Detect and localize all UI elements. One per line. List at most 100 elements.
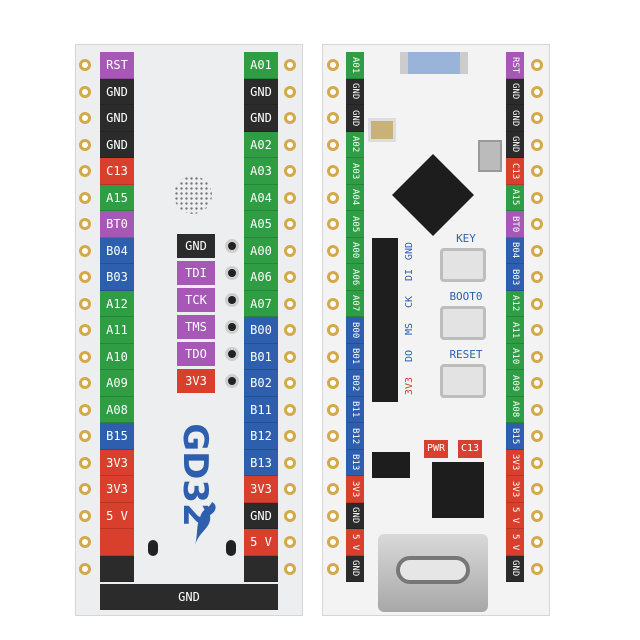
pin-hole: [76, 317, 94, 344]
tactile-button[interactable]: [440, 364, 486, 398]
pin-hole: [281, 503, 299, 530]
pin-hole-ring: [327, 138, 339, 151]
pin-label: A05: [244, 211, 278, 238]
pin-hole: [76, 264, 94, 291]
pin-hole: [76, 52, 94, 79]
pin-hole-ring: [284, 244, 296, 257]
pin-hole-ring: [284, 350, 296, 363]
pin-hole: [324, 264, 342, 291]
pin-hole-ring: [327, 350, 339, 363]
pin-hole: [76, 344, 94, 371]
pin-label: A11: [100, 317, 134, 344]
pin-label: B12: [244, 423, 278, 450]
pin-hole-ring: [79, 244, 91, 257]
pin-hole-ring: [531, 324, 543, 337]
pin-hole-ring: [284, 271, 296, 284]
pin-label: B02: [244, 370, 278, 397]
pin-hole-ring: [79, 191, 91, 204]
pin-label: B04: [100, 237, 134, 264]
pin-label: GND: [100, 105, 134, 132]
pin-hole-ring: [531, 377, 543, 390]
pin-hole-ring: [531, 536, 543, 549]
pin-hole-ring: [79, 509, 91, 522]
pin-label: B01: [244, 343, 278, 370]
pin-label: 3V3: [346, 476, 364, 503]
pin-label: GND: [346, 105, 364, 132]
header-pin-label: 3V3: [404, 377, 415, 396]
pin-label: GND: [506, 555, 524, 582]
pin-hole: [528, 529, 546, 556]
pin-hole-ring: [284, 456, 296, 469]
pin-hole: [528, 476, 546, 503]
pin-hole: [324, 52, 342, 79]
pin-hole: [76, 370, 94, 397]
pin-label: 5 V: [506, 529, 524, 556]
pin-hole: [324, 211, 342, 238]
pin-hole-ring: [284, 165, 296, 178]
pin-hole: [76, 238, 94, 265]
pin-hole-ring: [79, 271, 91, 284]
header-pin-label: MS: [404, 323, 415, 336]
pin-hole-ring: [327, 112, 339, 125]
pin-hole-ring: [79, 456, 91, 469]
pin-label: 3V3: [506, 476, 524, 503]
pin-hole-ring: [327, 324, 339, 337]
pin-hole: [281, 264, 299, 291]
bottom-gnd-label: GND: [178, 590, 200, 604]
pin-hole: [324, 158, 342, 185]
pin-hole-ring: [284, 403, 296, 416]
pin-hole: [281, 476, 299, 503]
pin-label: 3V3: [100, 476, 134, 503]
pin-hole-ring: [531, 456, 543, 469]
jtag-pin-label: TMS: [177, 315, 215, 339]
tactile-button[interactable]: [440, 248, 486, 282]
pin-label: A09: [100, 370, 134, 397]
pin-label: GND: [506, 78, 524, 105]
mount-hole: [148, 540, 158, 556]
pin-label: B15: [100, 423, 134, 450]
dragon-icon: [190, 500, 220, 550]
jtag-pin-hole: [225, 266, 239, 280]
pin-label: GND: [100, 78, 134, 105]
jtag-pin-hole: [225, 320, 239, 334]
pin-hole: [324, 476, 342, 503]
left-board-left-holes: [76, 52, 94, 582]
pin-hole-ring: [531, 430, 543, 443]
pin-label: GND: [244, 78, 278, 105]
pin-hole-ring: [284, 138, 296, 151]
pin-label: A08: [100, 396, 134, 423]
pin-label: A07: [244, 290, 278, 317]
pin-hole: [324, 132, 342, 159]
pin-label: B13: [244, 449, 278, 476]
pin-hole: [76, 105, 94, 132]
pin-hole-ring: [79, 562, 91, 575]
right-board-left-holes: [324, 52, 342, 582]
pin-hole: [528, 556, 546, 583]
pin-hole: [528, 132, 546, 159]
pin-label: A06: [346, 264, 364, 291]
tactile-button[interactable]: [440, 306, 486, 340]
pin-hole-ring: [531, 218, 543, 231]
pin-label: A11: [506, 317, 524, 344]
pin-hole-ring: [531, 165, 543, 178]
pin-label: GND: [506, 131, 524, 158]
pin-hole-ring: [327, 191, 339, 204]
pin-hole-ring: [79, 112, 91, 125]
pin-hole: [324, 423, 342, 450]
pin-hole: [528, 291, 546, 318]
pin-hole-ring: [79, 403, 91, 416]
pin-hole: [324, 105, 342, 132]
pin-hole-ring: [284, 112, 296, 125]
pin-hole: [281, 370, 299, 397]
pin-hole-ring: [79, 430, 91, 443]
pin-hole-ring: [284, 191, 296, 204]
pin-hole: [281, 132, 299, 159]
pin-hole-ring: [284, 509, 296, 522]
pin-hole: [324, 317, 342, 344]
pin-hole-ring: [531, 350, 543, 363]
pin-hole: [76, 450, 94, 477]
header-pin-label: DO: [404, 350, 415, 363]
pin-hole: [324, 556, 342, 583]
pin-label: B01: [346, 343, 364, 370]
